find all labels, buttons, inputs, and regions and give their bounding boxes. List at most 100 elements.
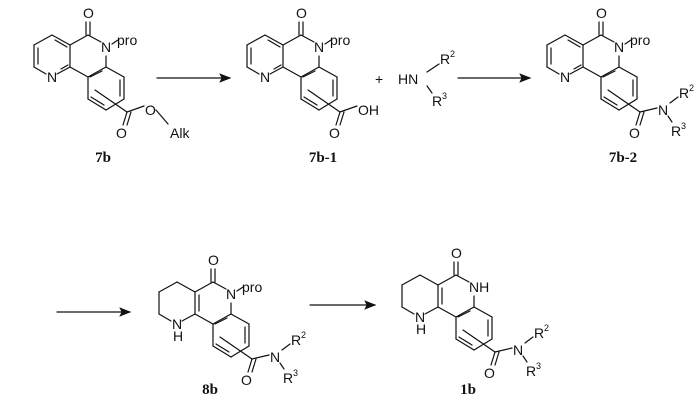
atom-label: O <box>241 372 252 388</box>
atom-label: O <box>451 245 462 261</box>
bond <box>248 359 252 372</box>
bond <box>268 40 280 47</box>
bond <box>547 67 559 74</box>
bond <box>608 90 640 112</box>
bond <box>95 90 127 112</box>
compound-7b-2: O N pro N O N R 2 R 3 7b-2 <box>547 5 694 166</box>
bond <box>456 275 469 282</box>
bond <box>463 330 495 352</box>
atom-label: 2 <box>689 83 694 93</box>
bond <box>668 116 672 122</box>
atom-label: O <box>484 365 495 381</box>
bond <box>619 67 637 77</box>
compound-label: 7b <box>95 150 111 166</box>
atom-label: 3 <box>293 368 298 378</box>
bond <box>474 307 492 317</box>
atom-label: O <box>145 102 156 118</box>
bond <box>282 344 290 350</box>
bond <box>195 314 213 324</box>
bond <box>213 314 231 324</box>
bond <box>438 275 456 285</box>
bond <box>495 348 512 352</box>
bond <box>55 40 67 47</box>
bond <box>604 97 617 105</box>
atom-label: O <box>208 252 219 268</box>
atom-label: 3 <box>442 91 447 101</box>
bond <box>70 67 88 77</box>
atom-label: R <box>283 370 293 386</box>
bond <box>459 337 472 345</box>
bond <box>182 314 195 321</box>
bond <box>177 282 195 292</box>
bond <box>640 108 657 112</box>
bond <box>495 352 499 365</box>
bond <box>525 337 533 343</box>
reagent-hn: HN <box>398 71 418 87</box>
bond <box>523 356 527 362</box>
bond <box>601 35 614 42</box>
bond <box>106 67 124 77</box>
atom-label: R <box>534 325 544 341</box>
bond <box>123 112 127 125</box>
bond <box>583 67 601 77</box>
bond <box>402 275 420 285</box>
atom-label: O <box>329 125 340 141</box>
atom-label: Alk <box>170 125 190 141</box>
bond <box>159 282 177 292</box>
bond <box>127 106 144 112</box>
atom-label: pro <box>630 32 650 48</box>
bond <box>34 35 52 45</box>
atom-label: N <box>270 349 280 365</box>
bond <box>583 35 601 45</box>
atom-label: O <box>83 5 94 21</box>
bond <box>308 90 340 112</box>
bond <box>247 35 265 45</box>
bond <box>195 282 213 292</box>
bond <box>425 307 438 314</box>
bond <box>283 35 301 45</box>
amine-reagent: HN R 2 R 3 <box>398 49 455 109</box>
bond <box>420 275 438 285</box>
bond <box>159 314 171 321</box>
compound-label: 7b-1 <box>309 150 337 166</box>
bond <box>301 35 314 42</box>
atom-label: O <box>596 5 607 21</box>
atom-label: R <box>291 332 301 348</box>
bond <box>213 282 226 289</box>
atom-label: pro <box>242 279 262 295</box>
bond <box>670 97 678 103</box>
atom-label: R <box>671 123 681 139</box>
atom-label: 2 <box>301 330 306 340</box>
atom-label: H <box>173 328 183 344</box>
bond <box>91 97 104 105</box>
bond <box>127 112 131 125</box>
bond <box>336 112 340 125</box>
bond <box>636 112 640 125</box>
bond <box>340 112 344 125</box>
atom-label: N <box>513 342 523 358</box>
bond <box>70 35 88 45</box>
atom-label: R <box>526 363 536 379</box>
bond <box>34 67 46 74</box>
compound-7b-1: O N pro N O OH 7b-1 <box>247 5 379 166</box>
bond <box>438 307 456 317</box>
compound-8b: O N pro N H O N R 2 R 3 8b <box>159 252 306 398</box>
bond <box>88 67 106 77</box>
atom-label: H <box>416 321 426 337</box>
bond <box>319 67 337 77</box>
atom-label: R <box>440 51 450 67</box>
compound-label: 1b <box>460 382 476 398</box>
bond <box>402 307 414 314</box>
bond <box>301 67 319 77</box>
atom-label: N <box>658 102 668 118</box>
atom-label: N <box>614 39 624 55</box>
atom-label: 3 <box>681 121 686 131</box>
atom-label: N <box>101 39 111 55</box>
atom-label: O <box>296 5 307 21</box>
atom-label: O <box>629 125 640 141</box>
atom-label: 3 <box>536 361 541 371</box>
atom-label: 2 <box>450 49 455 59</box>
compound-1b: O NH N H O N R 2 R 3 1b <box>402 245 549 398</box>
